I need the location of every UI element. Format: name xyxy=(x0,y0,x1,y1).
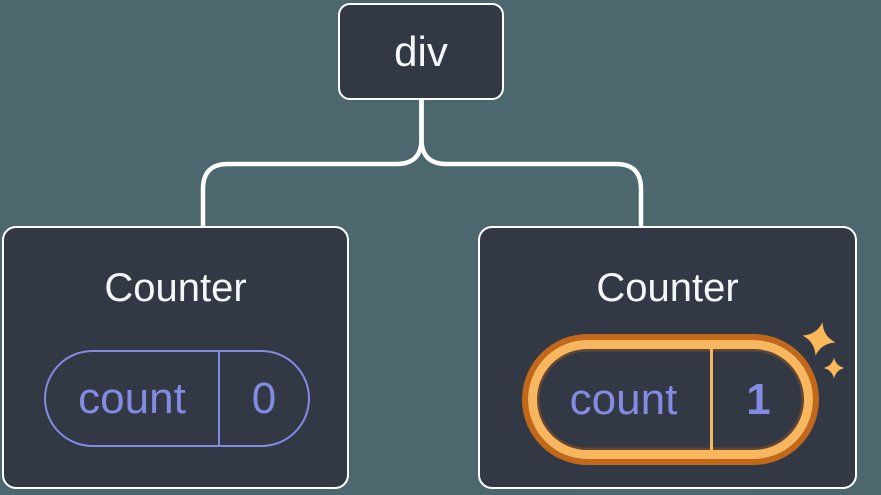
counter-title: Counter xyxy=(596,266,739,310)
state-value: 0 xyxy=(251,373,277,423)
tree-node-counter-right: Counter count 1 xyxy=(478,226,857,489)
counter-title: Counter xyxy=(104,266,247,310)
sparkles-icon xyxy=(802,322,845,379)
root-node-label: div xyxy=(394,27,448,75)
state-key-label: count xyxy=(537,349,713,450)
state-value: 1 xyxy=(746,374,771,424)
tree-node-div: div xyxy=(338,3,504,100)
state-pill: count 0 xyxy=(44,350,310,447)
tree-node-counter-left: Counter count 0 xyxy=(2,226,349,489)
state-pill-highlighted: count 1 xyxy=(528,340,813,459)
state-key-label: count xyxy=(46,352,220,445)
